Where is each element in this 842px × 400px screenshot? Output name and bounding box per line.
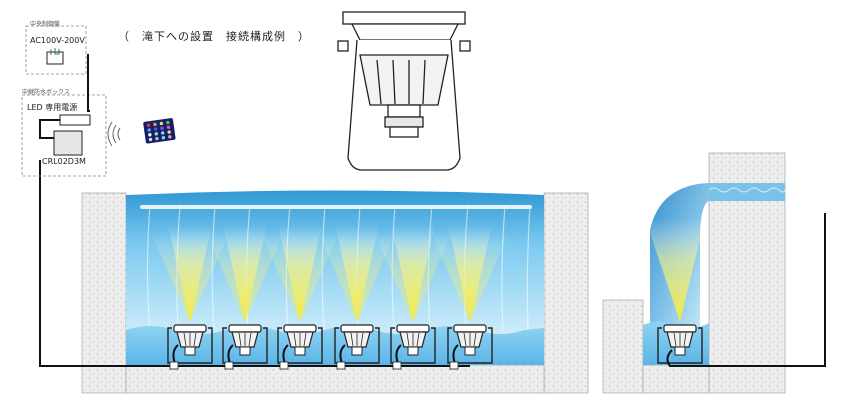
remote-button (166, 120, 170, 125)
underwater-light-2 (222, 324, 268, 364)
underwater-light-5 (390, 324, 436, 364)
underwater-light-1 (167, 324, 213, 364)
relay-box (21, 94, 107, 177)
remote-button (148, 133, 152, 137)
remote-control (143, 118, 176, 144)
underwater-light-3 (277, 324, 323, 364)
remote-button (147, 128, 151, 132)
signal-waves-icon (107, 121, 121, 147)
overflow-lip (140, 205, 532, 209)
fixture-detail-drawing (337, 11, 471, 171)
remote-button (146, 123, 151, 127)
controller-label: CRL02D3M (42, 157, 86, 166)
remote-button (148, 137, 153, 142)
remote-button (166, 125, 171, 130)
light-beams (150, 225, 510, 322)
central-panel-box (25, 25, 87, 75)
panel-wiring (39, 54, 90, 172)
controller-unit (53, 130, 83, 156)
relay-box-label: 中継防水ボックス (22, 89, 70, 96)
power-supply-label: LED 専用電源 (27, 103, 78, 112)
side-upper-wave (708, 187, 786, 193)
remote-button (161, 136, 166, 140)
left-wall (81, 192, 127, 394)
diagram-title: （ 滝下への設置 接続構成例 ） (118, 30, 310, 43)
cable-joints (169, 361, 459, 370)
remote-button (153, 127, 158, 131)
side-underwater-light (657, 324, 703, 364)
power-supply-unit (59, 114, 91, 126)
right-wall (543, 192, 589, 394)
side-light-beam (645, 218, 705, 322)
remote-button (167, 130, 171, 134)
side-left-block (602, 299, 644, 394)
remote-button (159, 121, 164, 126)
outlet-plug (50, 48, 60, 55)
side-cable (666, 213, 826, 367)
remote-button (154, 132, 158, 136)
side-floor (642, 364, 710, 394)
remote-button (153, 122, 157, 127)
pool-floor (125, 364, 545, 394)
voltage-label: AC100V-200V (30, 36, 85, 45)
remote-button (160, 126, 164, 130)
remote-button (155, 136, 159, 141)
central-panel-label: 中央制御盤 (30, 21, 61, 28)
side-upper-water (709, 183, 785, 201)
underwater-light-4 (334, 324, 380, 364)
remote-button (168, 135, 172, 139)
remote-button (161, 131, 165, 135)
underwater-light-6 (447, 324, 493, 364)
